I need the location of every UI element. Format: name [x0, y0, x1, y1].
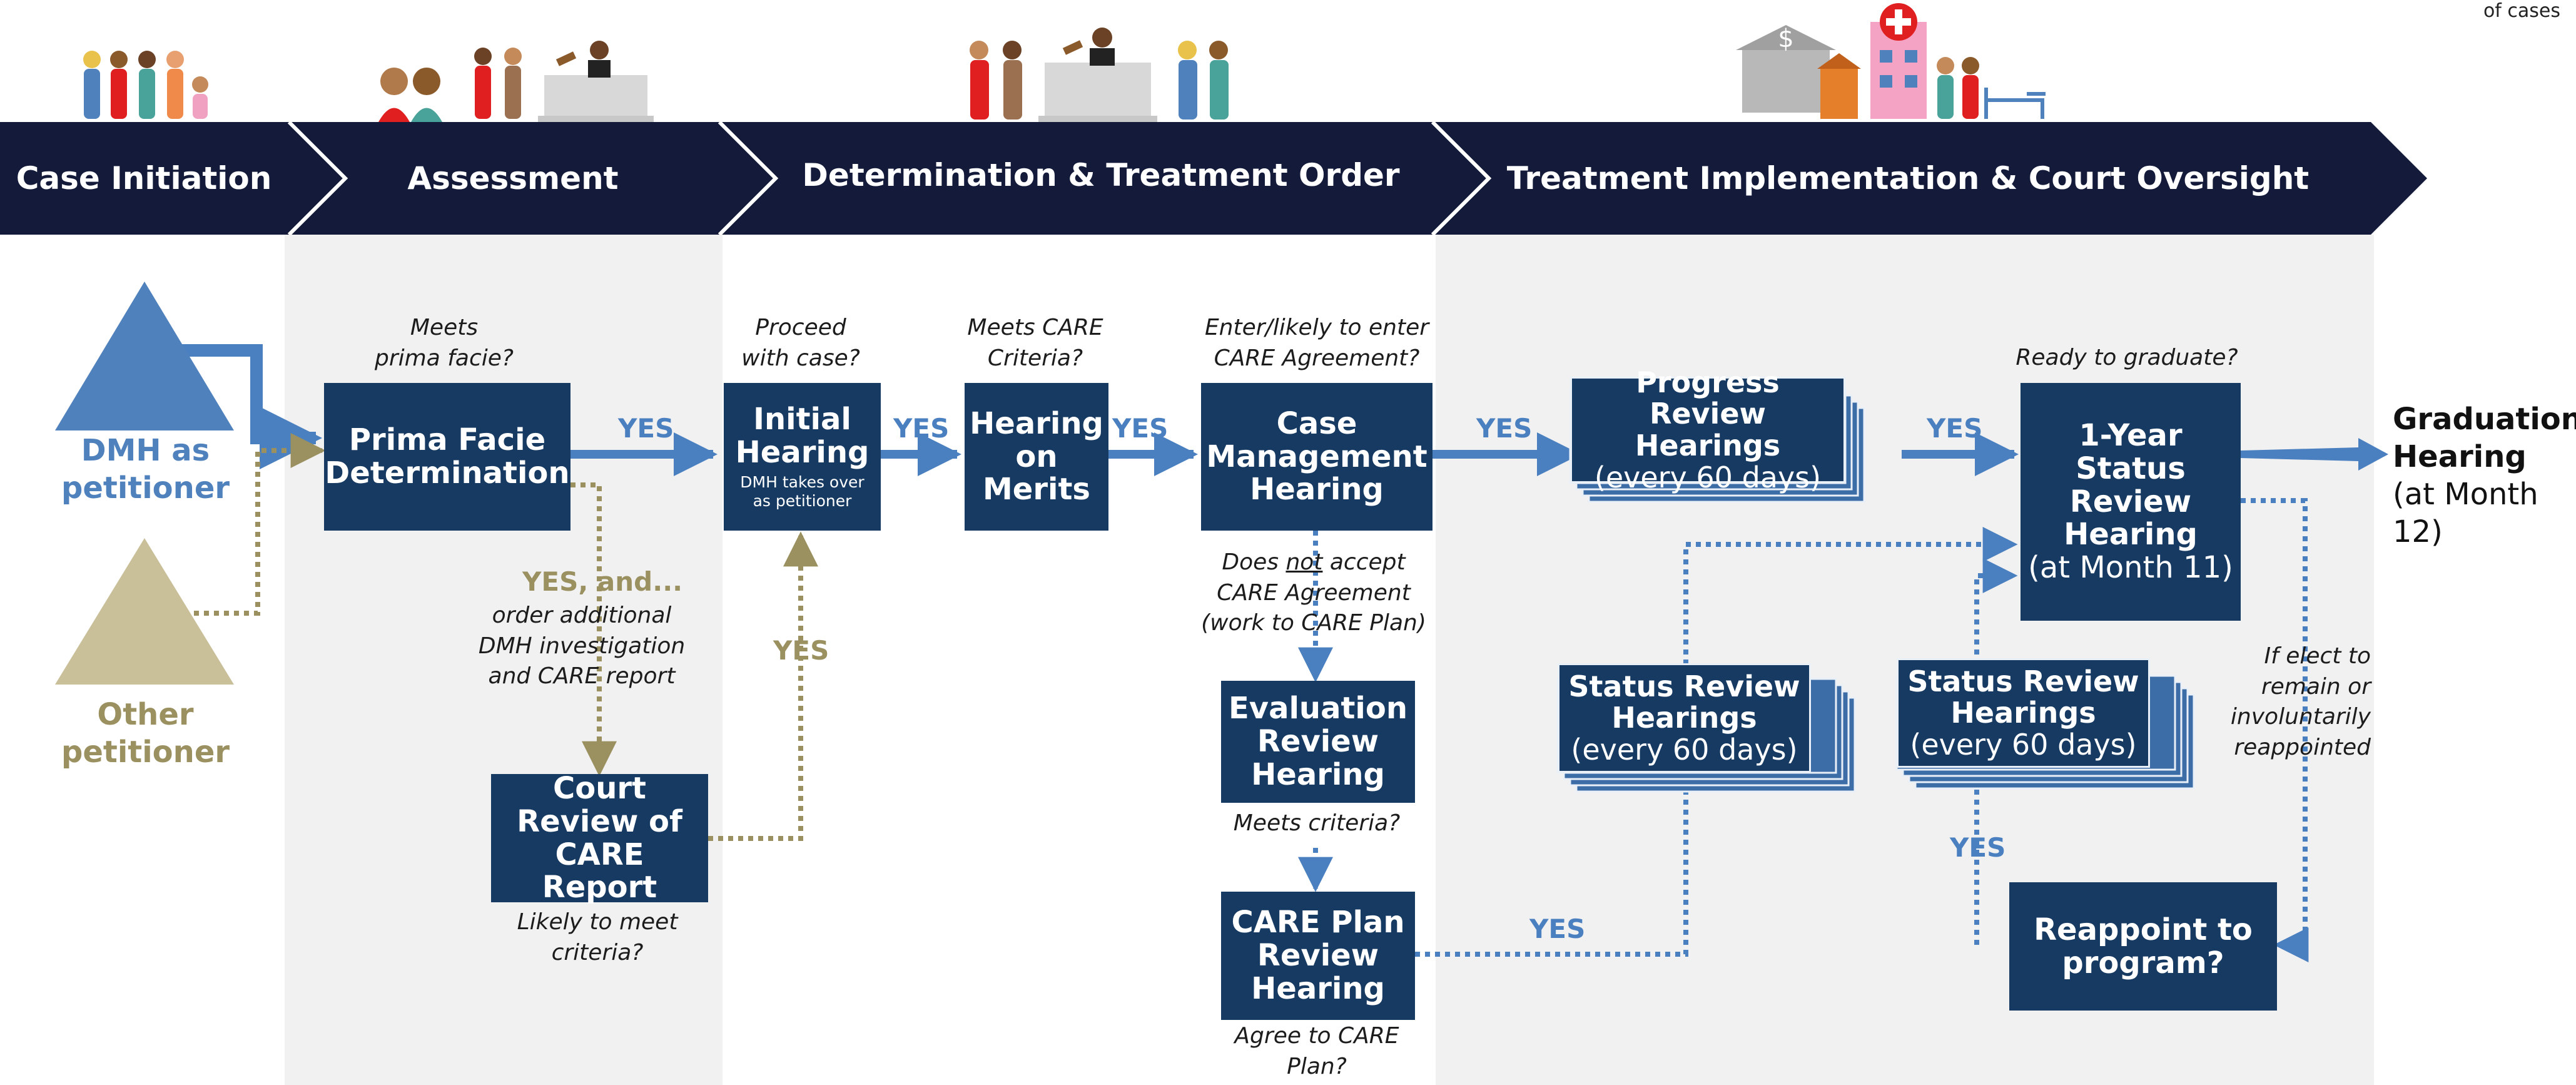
- status-review-hearings-box-a: Status Review Hearings (every 60 days): [1558, 663, 1811, 773]
- dmh-petitioner-label: DMH as petitioner: [61, 433, 230, 506]
- corner-note: of cases: [2483, 0, 2560, 22]
- question-not-accept: Does not accept CARE Agreement (work to …: [1201, 549, 1426, 636]
- question-prima-facie: Meets prima facie?: [374, 315, 514, 371]
- arrow-yearstatus-to-reappoint: [2241, 498, 2309, 962]
- arrow-primafacie-to-courtreview: [570, 482, 617, 777]
- header-illustrations: $: [83, 3, 2046, 122]
- arrow-to-graduation: [2241, 438, 2388, 471]
- bank-hospital-icon: $: [1736, 3, 2046, 119]
- reappoint-to-program-box: Reappoint to program?: [2009, 882, 2277, 1011]
- question-order-additional: order additional DMH investigation and C…: [478, 603, 686, 690]
- arrow-statusb-to-yearstatus: [1974, 558, 2018, 945]
- determination-scene-icon: [970, 28, 1229, 122]
- arrow-other-to-primafacie: [194, 433, 326, 616]
- arrow-careplan-to-status: [1415, 527, 2018, 957]
- question-agreement: Enter/likely to enter CARE Agreement?: [1204, 315, 1429, 371]
- assessment-scene-icon: [378, 41, 654, 122]
- yes-label-olive: YES: [773, 635, 829, 666]
- yes-label-3: YES: [1112, 413, 1169, 444]
- stage-case-initiation: Case Initiation: [16, 160, 272, 196]
- stage-treatment: Treatment Implementation & Court Oversig…: [1506, 160, 2310, 196]
- chevron-divider-3: [1431, 122, 1492, 235]
- dmh-petitioner-triangle: [55, 282, 234, 430]
- other-petitioner-label: Other petitioner: [61, 697, 230, 770]
- arrow-courtreview-to-initial: [708, 531, 818, 841]
- yes-label-1: YES: [618, 413, 674, 444]
- graduation-hearing-label: Graduation Hearing (at Month 12): [2393, 402, 2576, 549]
- stage-ribbon: [0, 122, 2427, 235]
- people-icon: [83, 51, 208, 119]
- care-plan-review-hearing-box: CARE Plan Review Hearing: [1221, 892, 1415, 1020]
- chevron-divider-1: [287, 122, 348, 235]
- hearing-on-merits-box: Hearing on Merits: [965, 383, 1108, 531]
- stage-assessment: Assessment: [407, 160, 619, 196]
- initial-hearing-box: Initial Hearing DMH takes over as petiti…: [724, 383, 881, 531]
- arrow-dmh-to-primafacie: [181, 344, 322, 469]
- question-meets-criteria: Meets criteria?: [1233, 810, 1401, 836]
- court-review-care-report-box: Court Review of CARE Report: [491, 772, 708, 904]
- question-likely-meet: Likely to meet criteria?: [517, 909, 678, 965]
- yes-label-plan: YES: [1529, 914, 1586, 944]
- question-elect: If elect to remain or involuntarily reap…: [2230, 643, 2371, 760]
- yes-label-4: YES: [1476, 413, 1533, 444]
- question-criteria: Meets CARE Criteria?: [967, 315, 1103, 371]
- prima-facie-determination-box: Prima Facie Determination: [324, 383, 570, 531]
- yes-and-label: YES, and...: [522, 566, 683, 597]
- question-graduate: Ready to graduate?: [2016, 345, 2238, 370]
- yes-label-2: YES: [893, 413, 950, 444]
- yes-label-status: YES: [1950, 832, 2006, 863]
- status-review-hearings-box-b: Status Review Hearings (every 60 days): [1897, 658, 2150, 768]
- one-year-status-review-box: 1-Year Status Review Hearing (at Month 1…: [2021, 383, 2241, 621]
- progress-review-hearings-box: Progress Review Hearings (every 60 days): [1570, 366, 1845, 493]
- chevron-divider-2: [718, 122, 779, 235]
- other-petitioner-triangle: [55, 538, 234, 685]
- assessment-band: [285, 235, 723, 1085]
- case-management-hearing-box: Case Management Hearing: [1201, 383, 1433, 531]
- question-agree-plan: Agree to CARE Plan?: [1234, 1023, 1399, 1079]
- stage-determination: Determination & Treatment Order: [802, 157, 1400, 193]
- ribbon-background: [0, 122, 2427, 235]
- evaluation-review-hearing-box: Evaluation Review Hearing: [1221, 681, 1415, 803]
- svg-text:$: $: [1778, 24, 1793, 53]
- yes-label-5: YES: [1927, 413, 1983, 444]
- question-proceed: Proceed with case?: [741, 315, 860, 371]
